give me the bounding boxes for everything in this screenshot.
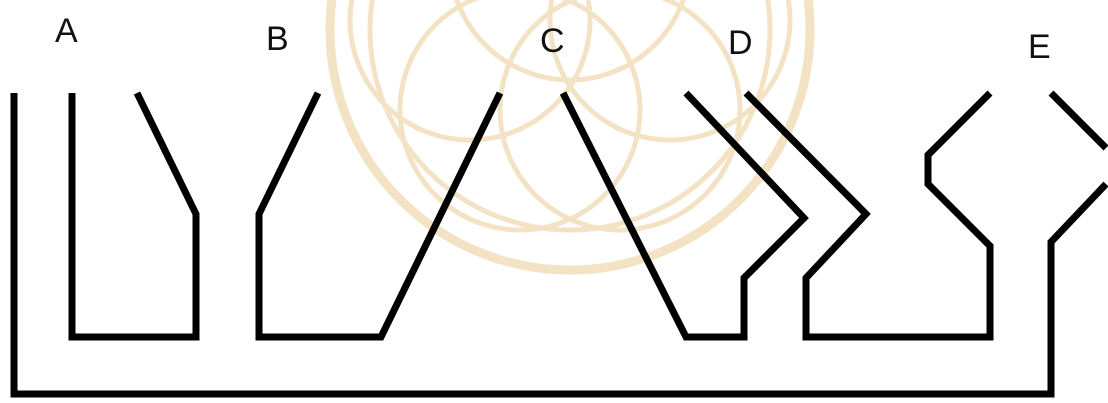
profile-d	[746, 93, 990, 337]
label-a: A	[55, 14, 78, 48]
profile-a	[72, 93, 196, 337]
profile-e	[1051, 93, 1106, 148]
label-b: B	[266, 22, 289, 56]
label-d: D	[728, 26, 753, 60]
label-e: E	[1028, 30, 1051, 64]
profile-c	[563, 93, 804, 337]
label-c: C	[540, 24, 565, 58]
